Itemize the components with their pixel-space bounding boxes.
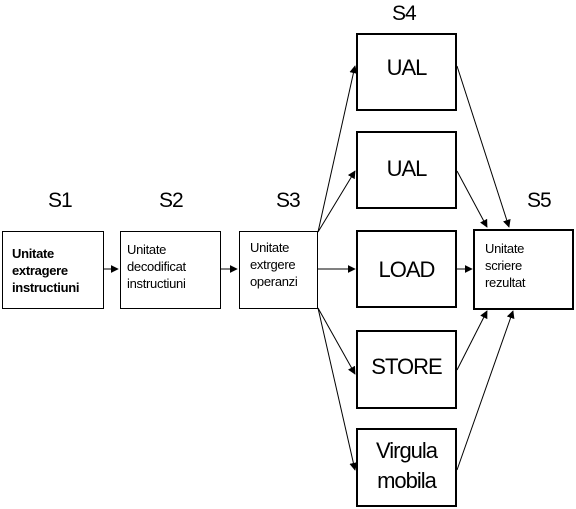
arrow-s3-fpu xyxy=(317,307,358,471)
arrow-s3-store xyxy=(317,307,356,375)
arrow-s3-ual1 xyxy=(317,65,358,233)
ual1-box: UAL xyxy=(356,33,457,111)
arrow-ual2-s5 xyxy=(456,170,488,228)
operand-fetch-unit-label: Unitate extrgere operanzi xyxy=(250,240,298,289)
stage-label-s1: S1 xyxy=(48,189,73,212)
floating-point-label: Virgula mobila xyxy=(375,438,438,493)
writeback-unit-label: Unitate scriere rezultat xyxy=(485,241,526,290)
operand-fetch-unit-box: Unitate extrgere operanzi xyxy=(239,231,318,309)
stage-label-s2: S2 xyxy=(159,189,184,212)
floating-point-box: Virgula mobila xyxy=(356,428,457,507)
arrow-fpu-s5 xyxy=(456,310,515,471)
store-box: STORE xyxy=(356,330,457,409)
stage-label-s5: S5 xyxy=(527,189,552,212)
decode-unit-label: Unitate decodificat instructiuni xyxy=(127,242,186,291)
ual1-label: UAL xyxy=(386,55,428,80)
ual2-box: UAL xyxy=(356,131,457,209)
load-box: LOAD xyxy=(356,230,457,308)
fetch-unit-label: Unitate extragere instructiuni xyxy=(12,246,80,295)
arrow-store-s5 xyxy=(456,310,488,371)
stage-label-s3: S3 xyxy=(276,189,301,212)
load-label: LOAD xyxy=(378,257,436,282)
decode-unit-box: Unitate decodificat instructiuni xyxy=(120,231,221,309)
writeback-unit-box: Unitate scriere rezultat xyxy=(473,229,574,310)
arrow-s3-ual2 xyxy=(317,170,356,233)
arrow-ual1-s5 xyxy=(456,65,511,228)
stage-label-s4: S4 xyxy=(392,2,417,25)
fetch-unit-box: Unitate extragere instructiuni xyxy=(2,231,104,309)
ual2-label: UAL xyxy=(386,156,428,181)
store-label: STORE xyxy=(371,354,442,379)
